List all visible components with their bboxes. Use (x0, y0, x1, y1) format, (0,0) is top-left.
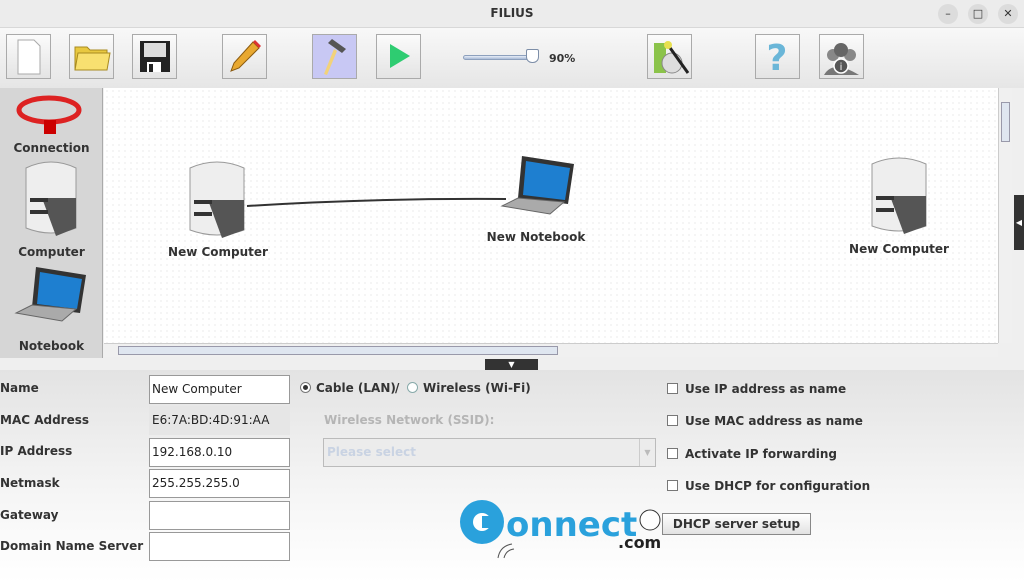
about-button[interactable]: i (819, 34, 864, 79)
zoom-label: 90% (549, 52, 576, 65)
vertical-scrollbar[interactable] (998, 88, 1012, 343)
watermark-logo: onnect .com (460, 500, 661, 559)
ssid-label: Wireless Network (SSID): (324, 413, 495, 427)
window-title: FILIUS (490, 6, 534, 20)
design-mode-pencil-icon (230, 40, 261, 72)
netmask-label: Netmask (0, 476, 60, 490)
notebook-icon[interactable] (14, 263, 90, 333)
wizard-icon (654, 41, 690, 74)
ip-forwarding-label[interactable]: Activate IP forwarding (685, 447, 837, 461)
network-canvas[interactable]: New Computer New Notebook New Computer (104, 88, 998, 343)
dns-label: Domain Name Server (0, 539, 144, 553)
gateway-input[interactable] (149, 501, 290, 530)
wireless-radio[interactable] (407, 382, 418, 393)
zoom-slider[interactable] (463, 55, 533, 60)
use-mac-as-name-checkbox[interactable] (667, 415, 678, 426)
about-info-icon: i (824, 43, 859, 75)
minimize-button[interactable]: – (938, 4, 958, 24)
netmask-input[interactable]: 255.255.255.0 (149, 469, 290, 498)
help-button[interactable]: ? (755, 34, 800, 79)
svg-text:.com: .com (618, 533, 661, 552)
component-palette: Connection Computer Notebook (0, 88, 103, 358)
ssid-placeholder: Please select (327, 445, 416, 459)
name-input[interactable]: New Computer (149, 375, 290, 404)
ip-input[interactable]: 192.168.0.10 (149, 438, 290, 467)
name-label: Name (0, 381, 39, 395)
dhcp-server-setup-button[interactable]: DHCP server setup (662, 513, 811, 535)
panel-splitter-toggle[interactable]: ▼ (485, 359, 538, 370)
mac-label: MAC Address (0, 413, 90, 427)
mac-field: E6:7A:BD:4D:91:AA (149, 406, 290, 435)
wireless-label[interactable]: Wireless (Wi-Fi) (423, 381, 531, 395)
run-button[interactable] (376, 34, 421, 79)
new-file-icon (17, 39, 41, 75)
node-label[interactable]: New Notebook (486, 230, 586, 244)
computer-node-icon[interactable] (188, 158, 248, 242)
use-dhcp-checkbox[interactable] (667, 480, 678, 491)
computer-tower-icon[interactable] (22, 158, 80, 238)
cable-label[interactable]: Cable (LAN) (316, 381, 396, 395)
toolbar: 90% ? i (0, 28, 1024, 88)
ssid-select: Please select ▼ (323, 438, 656, 467)
save-icon (140, 41, 170, 72)
zoom-slider-thumb[interactable] (526, 49, 539, 63)
horizontal-scrollbar[interactable] (104, 343, 998, 357)
maximize-button[interactable]: □ (968, 4, 988, 24)
use-dhcp-label[interactable]: Use DHCP for configuration (685, 479, 871, 493)
notebook-node-icon[interactable] (500, 154, 580, 226)
palette-item-connection[interactable]: Connection (13, 141, 90, 155)
gateway-label: Gateway (0, 508, 59, 522)
cable-radio[interactable] (300, 382, 311, 393)
scrollbar-thumb[interactable] (118, 346, 558, 355)
save-button[interactable] (132, 34, 177, 79)
ip-label: IP Address (0, 444, 73, 458)
connection-cable-icon[interactable] (14, 92, 84, 138)
ip-forwarding-checkbox[interactable] (667, 448, 678, 459)
title-bar: FILIUS – □ ✕ (0, 0, 1024, 28)
svg-text:?: ? (767, 38, 788, 78)
open-folder-icon (74, 46, 111, 71)
network-cable[interactable] (104, 88, 998, 343)
close-button[interactable]: ✕ (998, 4, 1018, 24)
palette-item-computer[interactable]: Computer (18, 245, 85, 259)
chevron-down-icon: ▼ (639, 439, 655, 466)
side-panel-toggle[interactable]: ◀ (1014, 195, 1024, 250)
dns-input[interactable] (149, 532, 290, 561)
node-label[interactable]: New Computer (168, 245, 268, 259)
use-mac-as-name-label[interactable]: Use MAC address as name (685, 414, 863, 428)
new-file-button[interactable] (6, 34, 51, 79)
simulation-mode-hammer-icon (324, 39, 346, 75)
open-button[interactable] (69, 34, 114, 79)
node-label[interactable]: New Computer (849, 242, 949, 256)
wizard-button[interactable] (647, 34, 692, 79)
svg-text:i: i (840, 62, 843, 73)
design-mode-button[interactable] (222, 34, 267, 79)
svg-text:onnect: onnect (506, 505, 637, 545)
use-ip-as-name-label[interactable]: Use IP address as name (685, 382, 847, 396)
help-icon: ? (767, 38, 788, 79)
run-play-icon (390, 44, 410, 68)
scrollbar-thumb[interactable] (1001, 102, 1010, 142)
simulation-mode-button[interactable] (312, 34, 357, 79)
palette-item-notebook[interactable]: Notebook (18, 339, 85, 353)
computer-node-icon[interactable] (870, 154, 930, 238)
use-ip-as-name-checkbox[interactable] (667, 383, 678, 394)
separator: / (395, 381, 400, 395)
